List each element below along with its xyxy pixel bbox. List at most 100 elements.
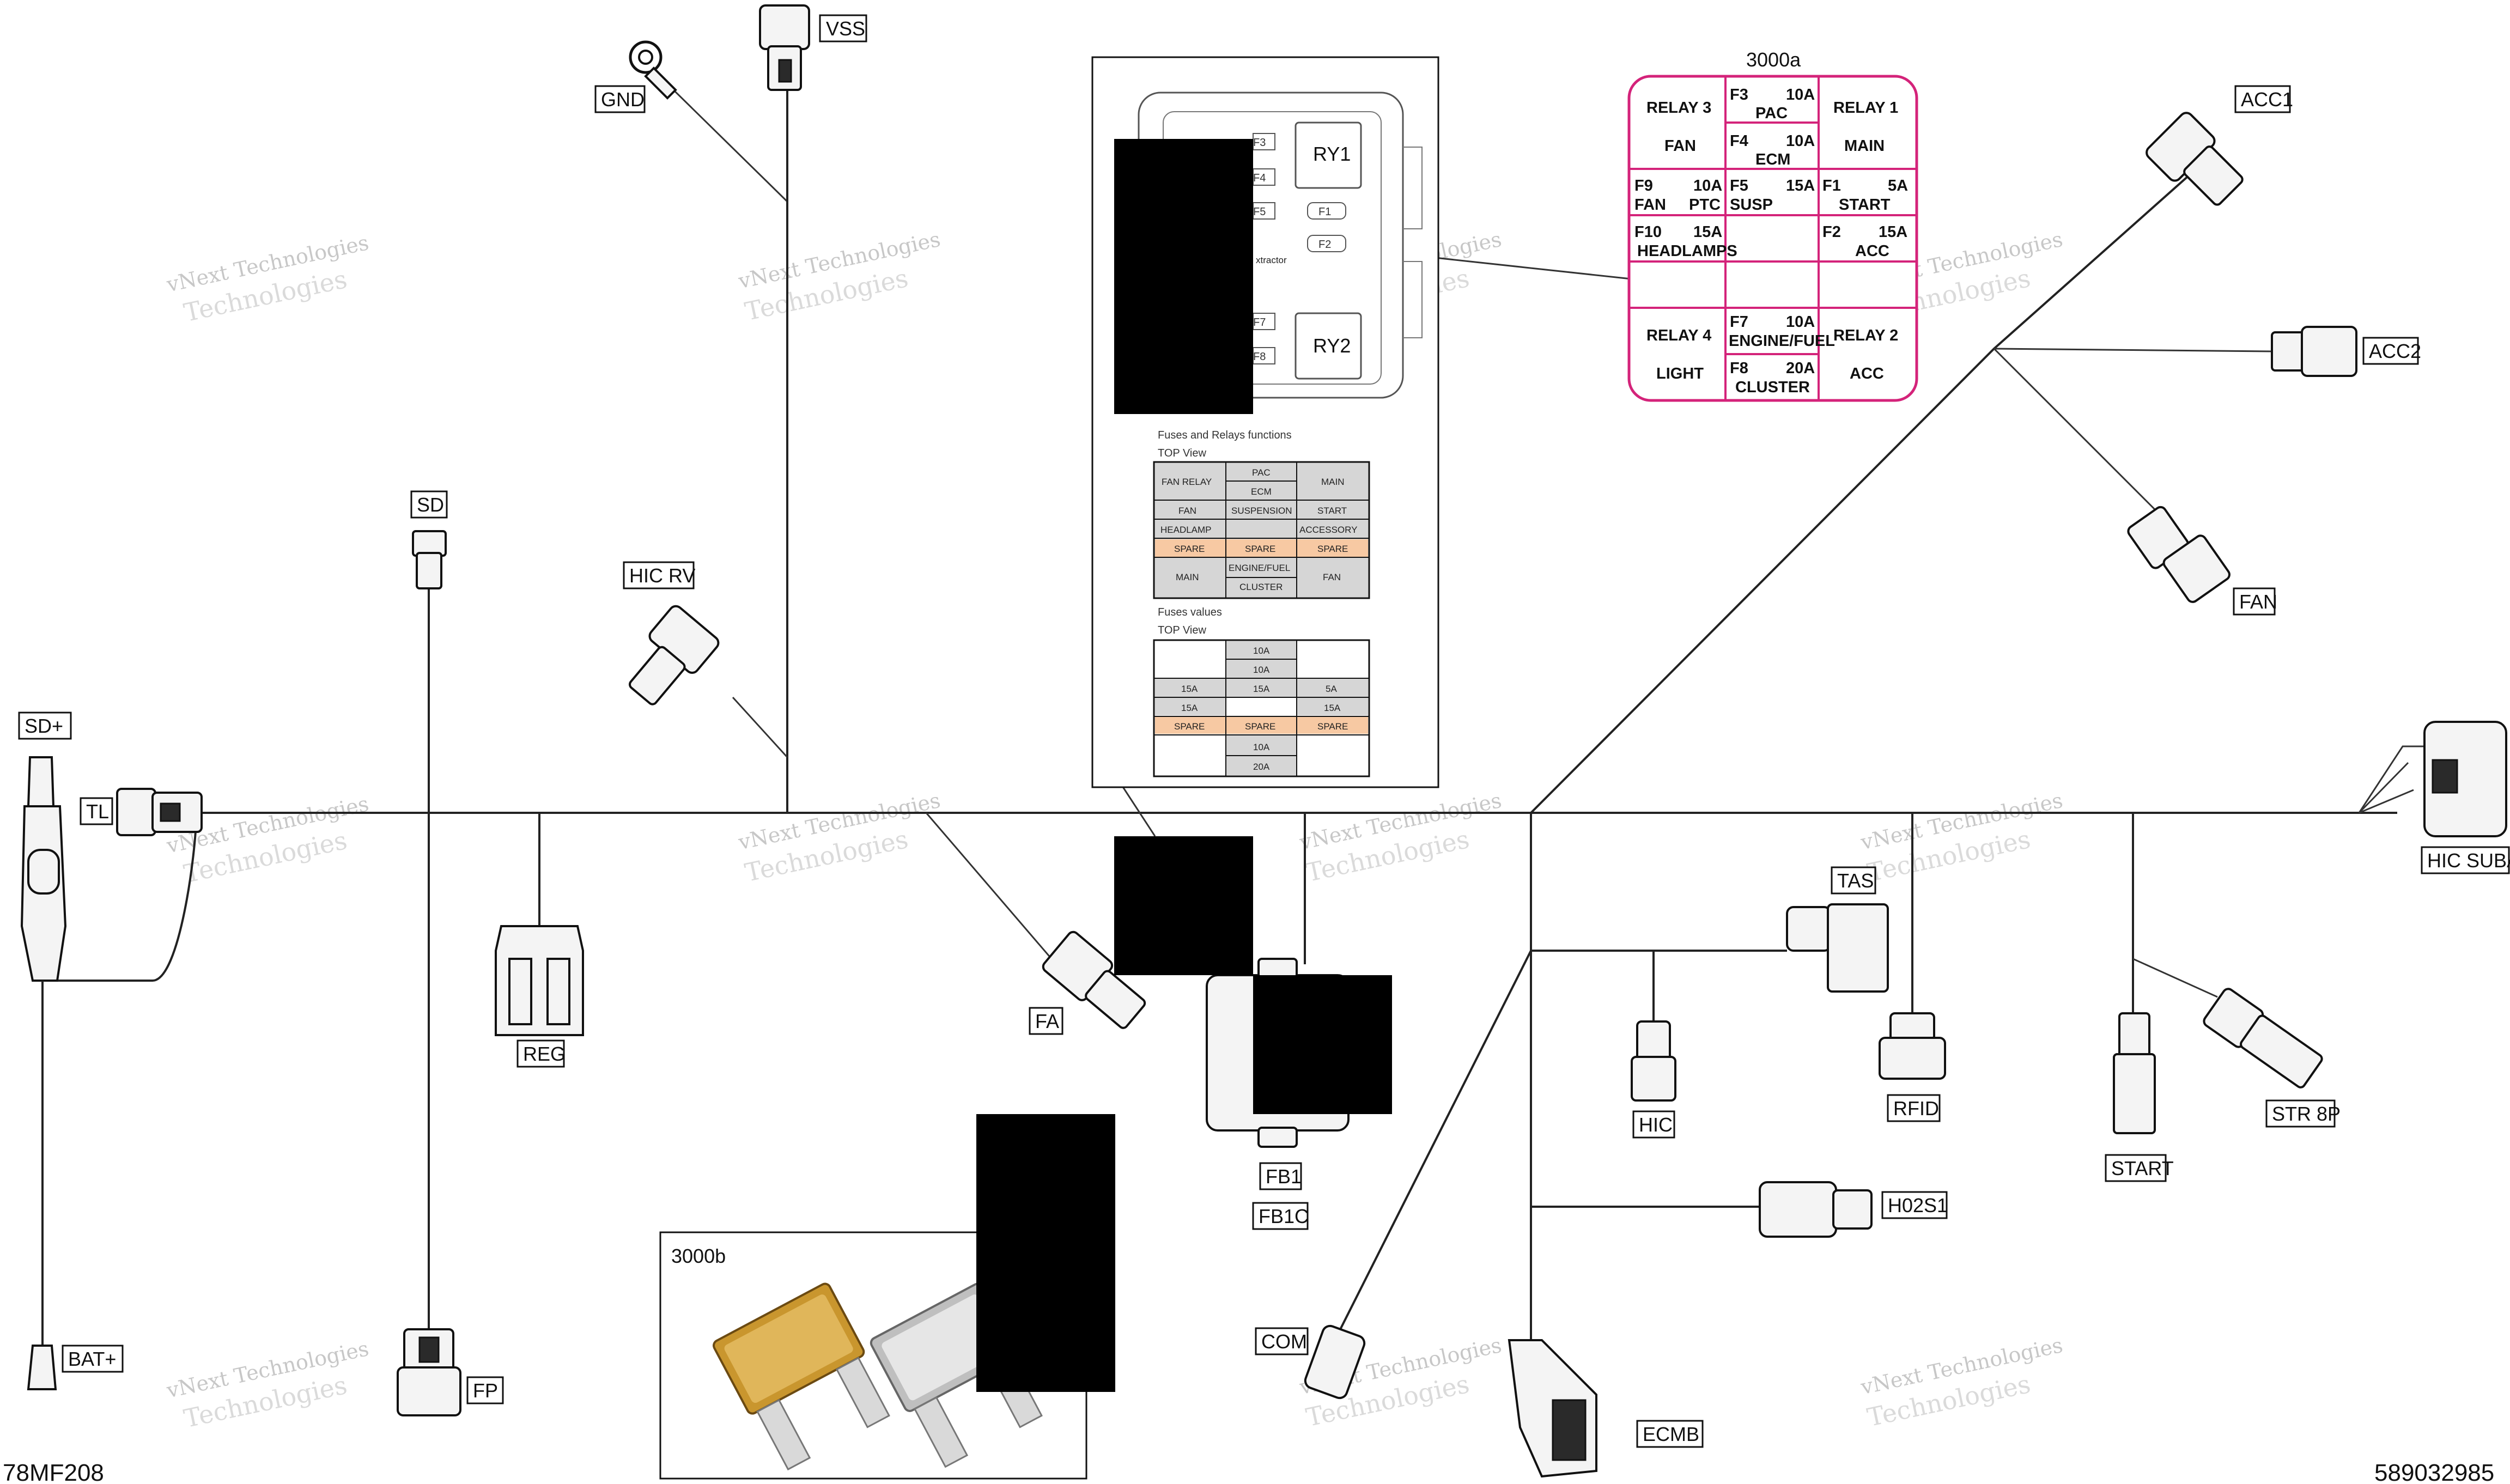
svg-text:LIGHT: LIGHT xyxy=(1656,365,1704,382)
rfid-connector[interactable] xyxy=(1879,1012,1946,1080)
sd-connector[interactable] xyxy=(412,530,447,589)
svg-text:F1: F1 xyxy=(1318,206,1331,218)
fb1-label: FB1 xyxy=(1266,1165,1302,1188)
fp-connector[interactable] xyxy=(397,1328,461,1416)
gnd-ring-terminal[interactable] xyxy=(629,40,677,100)
vss-label: VSS xyxy=(826,17,865,40)
ecmb-connector[interactable] xyxy=(1508,1339,1597,1478)
svg-text:MAIN: MAIN xyxy=(1844,137,1885,155)
gnd-label: GND xyxy=(601,88,645,111)
svg-text:10A: 10A xyxy=(1253,646,1270,656)
vss-connector[interactable] xyxy=(759,4,810,91)
bat-plus-terminal[interactable] xyxy=(27,1345,57,1390)
svg-text:SUSP: SUSP xyxy=(1730,196,1773,214)
svg-text:MAIN: MAIN xyxy=(1321,477,1345,487)
svg-text:ENGINE/FUEL: ENGINE/FUEL xyxy=(1729,332,1835,350)
rfid-label: RFID xyxy=(1893,1097,1939,1120)
svg-text:PTC: PTC xyxy=(1689,196,1721,214)
svg-text:F8: F8 xyxy=(1253,351,1266,363)
svg-text:START: START xyxy=(1317,506,1347,516)
drawing-code-right: 589032985 xyxy=(2374,1459,2494,1484)
com-connector[interactable] xyxy=(1303,1324,1366,1400)
fa-label: FA xyxy=(1035,1010,1059,1032)
fa-connector[interactable] xyxy=(1041,930,1152,1034)
svg-text:Fuses and Relays functions: Fuses and Relays functions xyxy=(1158,429,1292,441)
svg-text:F7: F7 xyxy=(1253,317,1266,329)
acc1-label: ACC1 xyxy=(2241,88,2293,111)
h02s1-label: H02S1 xyxy=(1888,1194,1948,1217)
svg-text:F5: F5 xyxy=(1253,206,1266,218)
start-connector[interactable] xyxy=(2113,1012,2156,1134)
str-8p-label: STR 8P xyxy=(2272,1103,2341,1125)
svg-text:F7: F7 xyxy=(1730,313,1748,331)
drawing-code-left: 78MF208 xyxy=(3,1459,104,1484)
fb1c-label: FB1C xyxy=(1259,1205,1309,1227)
svg-text:20A: 20A xyxy=(1786,360,1815,377)
bat-plus-label: BAT+ xyxy=(68,1348,116,1370)
fp-label: FP xyxy=(473,1379,498,1402)
tas-label: TAS xyxy=(1837,869,1874,892)
acc1-connector[interactable] xyxy=(2144,110,2250,216)
svg-text:SPARE: SPARE xyxy=(1174,544,1205,554)
reg-connector[interactable] xyxy=(495,925,584,1036)
hic-rv-label: HIC RV xyxy=(629,564,695,587)
svg-text:SPARE: SPARE xyxy=(1317,544,1348,554)
com-label: COM xyxy=(1261,1330,1307,1353)
svg-text:10A: 10A xyxy=(1253,742,1270,752)
svg-text:F10: F10 xyxy=(1634,223,1662,241)
svg-text:HEADLAMPS: HEADLAMPS xyxy=(1637,242,1737,260)
hic-connector[interactable] xyxy=(1631,1020,1676,1102)
svg-text:xtractor: xtractor xyxy=(1256,255,1287,265)
acc2-connector[interactable] xyxy=(2271,326,2357,377)
start-label: START xyxy=(2111,1157,2174,1179)
svg-text:10A: 10A xyxy=(1786,86,1815,104)
svg-text:PAC: PAC xyxy=(1252,467,1271,478)
fan-connector[interactable] xyxy=(2126,496,2232,611)
hic-suba-connector[interactable] xyxy=(2358,721,2507,837)
svg-text:5A: 5A xyxy=(1326,684,1337,694)
svg-text:ACCESSORY: ACCESSORY xyxy=(1299,525,1357,535)
reg-label: REG xyxy=(523,1043,566,1065)
svg-text:RELAY 1: RELAY 1 xyxy=(1833,99,1898,117)
svg-text:F4: F4 xyxy=(1253,172,1266,184)
redactions xyxy=(976,139,1392,1392)
svg-text:TOP View: TOP View xyxy=(1158,447,1206,459)
svg-text:ECM: ECM xyxy=(1755,151,1790,168)
svg-text:15A: 15A xyxy=(1693,223,1722,241)
svg-text:SUSPENSION: SUSPENSION xyxy=(1231,506,1292,516)
acc2-label: ACC2 xyxy=(2369,340,2421,362)
svg-text:RELAY 3: RELAY 3 xyxy=(1646,99,1711,117)
svg-text:15A: 15A xyxy=(1181,684,1198,694)
svg-text:SPARE: SPARE xyxy=(1245,544,1275,554)
svg-text:F5: F5 xyxy=(1730,177,1748,194)
svg-text:15A: 15A xyxy=(1324,703,1341,713)
svg-text:ENGINE/FUEL: ENGINE/FUEL xyxy=(1229,563,1290,573)
svg-text:F3: F3 xyxy=(1730,86,1748,104)
svg-text:FAN: FAN xyxy=(1634,196,1666,214)
svg-text:ACC: ACC xyxy=(1855,242,1889,260)
svg-text:F4: F4 xyxy=(1730,132,1748,150)
svg-text:START: START xyxy=(1839,196,1891,214)
tl-connector[interactable] xyxy=(116,788,203,836)
hic-rv-connector[interactable] xyxy=(616,604,721,713)
svg-text:RELAY 2: RELAY 2 xyxy=(1833,327,1898,344)
tas-connector[interactable] xyxy=(1786,903,1889,993)
svg-text:PAC: PAC xyxy=(1755,105,1788,122)
svg-text:HEADLAMP: HEADLAMP xyxy=(1160,525,1212,535)
svg-text:10A: 10A xyxy=(1786,132,1815,150)
svg-text:FAN RELAY: FAN RELAY xyxy=(1162,477,1212,487)
svg-text:FAN: FAN xyxy=(1323,572,1341,582)
svg-text:FAN: FAN xyxy=(1664,137,1696,155)
svg-text:RELAY 4: RELAY 4 xyxy=(1646,327,1711,344)
sd-plus-terminal[interactable] xyxy=(20,756,67,982)
h02s1-connector[interactable] xyxy=(1759,1181,1873,1238)
svg-text:10A: 10A xyxy=(1253,665,1270,675)
svg-text:5A: 5A xyxy=(1888,177,1908,194)
svg-text:F9: F9 xyxy=(1634,177,1653,194)
svg-text:RY2: RY2 xyxy=(1313,334,1351,357)
str-8p-connector[interactable] xyxy=(2202,987,2325,1091)
svg-text:CLUSTER: CLUSTER xyxy=(1239,582,1283,592)
svg-text:SPARE: SPARE xyxy=(1174,721,1205,732)
